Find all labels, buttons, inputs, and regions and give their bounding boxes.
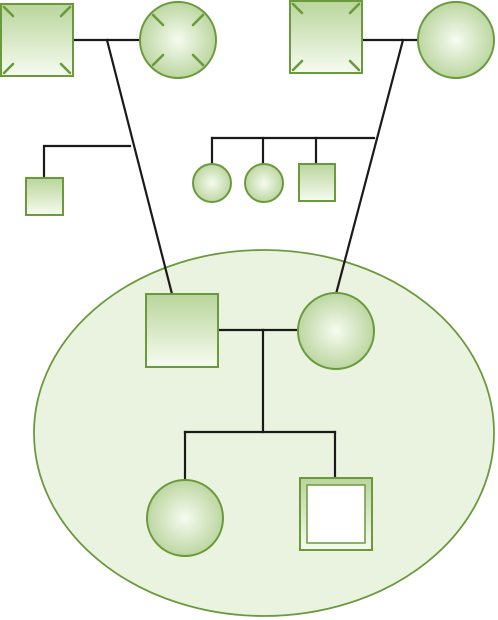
daughter-symbol	[147, 480, 223, 556]
index-person-marker-icon	[307, 485, 365, 543]
son-index-person-symbol	[300, 478, 372, 550]
father-symbol	[146, 294, 218, 367]
paternal-descent-line	[107, 40, 172, 294]
maternal-grandmother-symbol	[418, 2, 494, 78]
paternal-uncle-line	[44, 146, 130, 178]
paternal-grandfather-symbol	[1, 4, 73, 76]
maternal-aunt-2-symbol	[245, 164, 283, 202]
mother-symbol	[298, 293, 374, 369]
paternal-uncle-symbol	[26, 178, 63, 215]
maternal-aunt-1-symbol	[193, 164, 231, 202]
paternal-grandmother-symbol	[140, 2, 216, 78]
maternal-grandfather-symbol	[290, 1, 362, 73]
maternal-uncle-symbol	[299, 164, 335, 201]
maternal-descent-line	[336, 40, 403, 294]
